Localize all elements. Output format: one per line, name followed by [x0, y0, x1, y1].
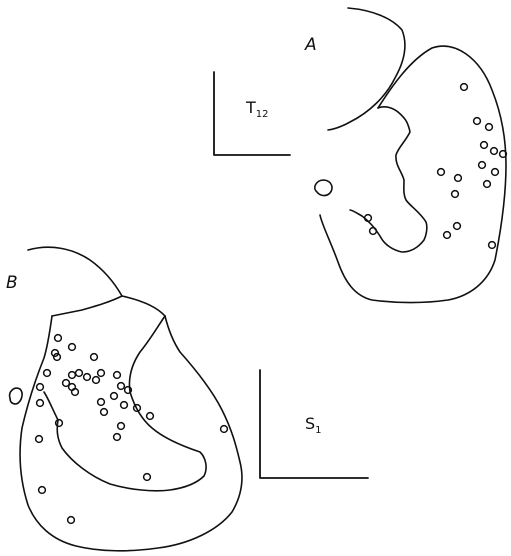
panel-a-central-canal — [315, 180, 332, 196]
neuron — [114, 434, 121, 441]
neuron — [114, 372, 121, 379]
neuron — [56, 420, 63, 427]
neuron — [144, 474, 151, 481]
neuron — [370, 228, 377, 235]
panel-b-gray-matter-outline — [44, 316, 206, 491]
panel-a-dorsal-outline — [328, 8, 405, 130]
neuron — [68, 517, 75, 524]
neuron — [481, 142, 488, 149]
neuron — [36, 436, 43, 443]
neuron — [111, 393, 118, 400]
neuron — [76, 370, 83, 377]
neuron — [55, 335, 62, 342]
neuron — [221, 426, 228, 433]
neuron — [452, 191, 459, 198]
panel-b — [10, 247, 242, 551]
panel-a-neurons — [365, 84, 507, 249]
panel-a-gray-matter-outline — [350, 107, 427, 252]
neuron — [118, 423, 125, 430]
neuron — [69, 344, 76, 351]
panel-b-letter: B — [6, 273, 18, 293]
neuron — [98, 370, 105, 377]
neuron — [37, 384, 44, 391]
neuron — [147, 413, 154, 420]
panel-b-neurons — [36, 335, 228, 524]
neuron — [491, 148, 498, 155]
neuron — [489, 242, 496, 249]
neuron — [438, 169, 445, 176]
neuron — [69, 372, 76, 379]
level-main-s: S — [305, 414, 315, 433]
neuron — [454, 223, 461, 230]
panel-a — [315, 8, 507, 303]
neuron — [84, 374, 91, 381]
neuron — [474, 118, 481, 125]
level-sub-1: 1 — [315, 425, 321, 436]
neuron — [44, 370, 51, 377]
neuron — [461, 84, 468, 91]
neuron — [39, 487, 46, 494]
level-main-t: T — [245, 98, 256, 117]
panel-b-septum — [122, 296, 165, 316]
neuron — [37, 400, 44, 407]
panel-a-outer-outline — [320, 46, 506, 303]
neuron — [118, 383, 125, 390]
level-label-t12: T12 — [245, 98, 269, 120]
panel-b-dorsal-outline — [28, 247, 122, 316]
neuron — [121, 402, 128, 409]
level-label-s1: S1 — [305, 414, 322, 436]
neuron — [444, 232, 451, 239]
neuron — [91, 354, 98, 361]
neuron — [455, 175, 462, 182]
neuron — [486, 124, 493, 131]
panel-b-outer-outline — [20, 316, 242, 551]
level-sub-12: 12 — [256, 109, 269, 120]
panel-a-letter: A — [304, 35, 317, 55]
neuron — [492, 169, 499, 176]
panel-b-central-canal — [10, 388, 22, 404]
neuron — [93, 377, 100, 384]
neuron — [98, 399, 105, 406]
neuron — [484, 181, 491, 188]
neuron — [479, 162, 486, 169]
neuron — [101, 409, 108, 416]
